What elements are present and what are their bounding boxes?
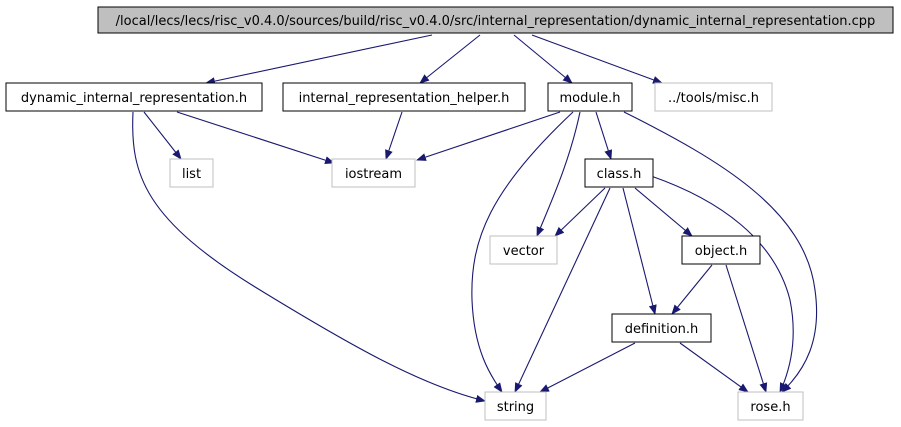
edge-module_h-to-vector [536, 111, 581, 237]
edge-module_h-to-iostream [416, 111, 561, 161]
node-object-h[interactable]: object.h [681, 235, 761, 265]
node-label: list [182, 167, 201, 182]
edge-root-to-irh_h [419, 34, 481, 84]
edge-root-to-misc_h [531, 34, 663, 84]
node-label: definition.h [625, 322, 699, 337]
node-dir-h[interactable]: dynamic_internal_representation.h [5, 82, 263, 112]
edge-irh_h-to-iostream [385, 111, 403, 160]
node-irh-h[interactable]: internal_representation_helper.h [282, 82, 526, 112]
node-rose-h: rose.h [737, 391, 804, 421]
edge-module_h-to-rose_h [623, 111, 818, 393]
edge-dir_h-to-list [143, 111, 182, 160]
edge-module_h-to-string [471, 111, 574, 393]
node-label: /local/lecs/lecs/risc_v0.4.0/sources/bui… [116, 14, 876, 29]
edge-definition_h-to-string [539, 342, 636, 393]
edge-root-to-dir_h [205, 34, 433, 86]
edge-class_h-to-string [514, 187, 611, 393]
node-class-h[interactable]: class.h [584, 158, 654, 188]
edge-dir_h-to-iostream [176, 111, 335, 165]
node-root[interactable]: /local/lecs/lecs/risc_v0.4.0/sources/bui… [97, 6, 894, 34]
edge-class_h-to-definition_h [622, 187, 657, 315]
node-definition-h[interactable]: definition.h [611, 313, 712, 343]
node-label: vector [503, 244, 545, 259]
node-label: ../tools/misc.h [668, 91, 759, 106]
edge-dir_h-to-string [132, 111, 486, 403]
edge-definition_h-to-rose_h [679, 342, 749, 393]
node-label: internal_representation_helper.h [299, 91, 510, 106]
node-label: string [497, 400, 534, 415]
node-string: string [484, 391, 547, 421]
node-label: object.h [695, 244, 747, 259]
edge-object_h-to-rose_h [725, 264, 768, 393]
node-vector: vector [489, 235, 558, 265]
edge-module_h-to-class_h [595, 111, 613, 160]
node-label: module.h [559, 91, 620, 106]
node-iostream: iostream [331, 158, 416, 188]
node-label: iostream [345, 167, 402, 182]
node-misc-h: ../tools/misc.h [654, 82, 773, 112]
node-list: list [169, 158, 214, 188]
nodes-layer: /local/lecs/lecs/risc_v0.4.0/sources/bui… [5, 6, 894, 421]
edge-class_h-to-object_h [634, 187, 693, 237]
edge-object_h-to-definition_h [671, 264, 713, 315]
node-module-h[interactable]: module.h [547, 82, 633, 112]
edge-root-to-module_h [513, 34, 573, 84]
node-label: rose.h [750, 400, 790, 415]
edge-class_h-to-vector [554, 187, 606, 237]
node-label: dynamic_internal_representation.h [21, 91, 247, 106]
node-label: class.h [597, 167, 642, 182]
edge-class_h-to-rose_h [650, 175, 794, 393]
edges-layer [132, 34, 818, 403]
